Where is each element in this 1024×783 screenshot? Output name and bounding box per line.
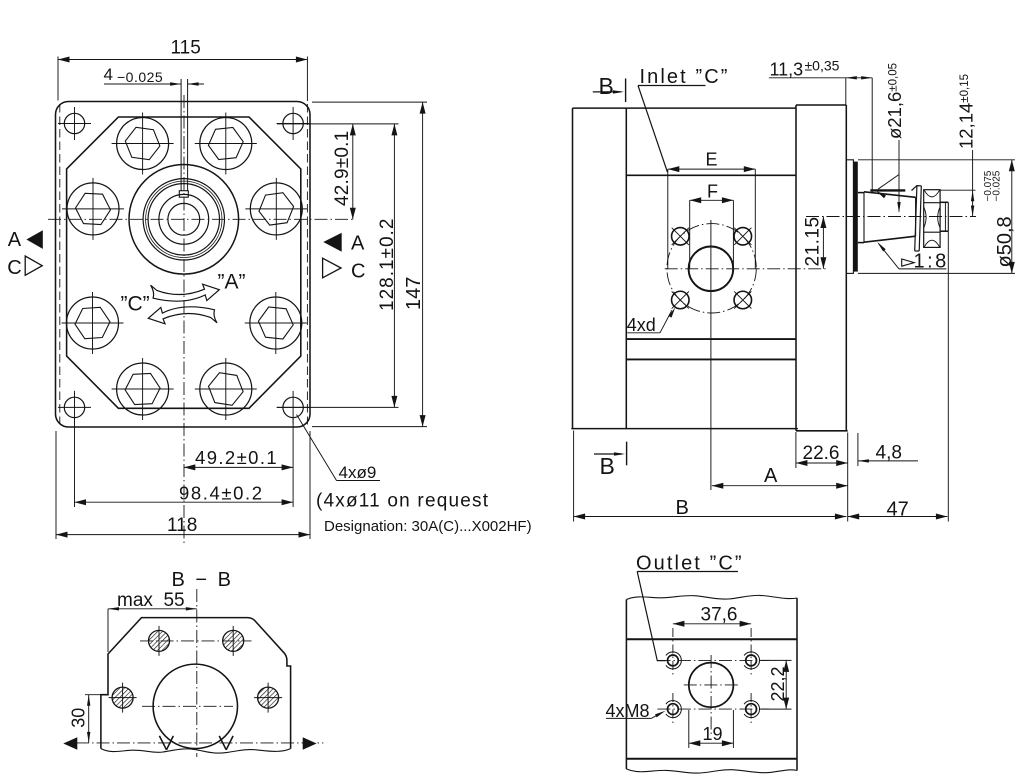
svg-text:4,8: 4,8 bbox=[876, 443, 902, 464]
svg-text:−0.025: −0.025 bbox=[992, 170, 1003, 201]
svg-text:A: A bbox=[764, 465, 778, 487]
svg-text:4xM8: 4xM8 bbox=[606, 701, 650, 721]
svg-text:”A”: ”A” bbox=[218, 271, 246, 294]
svg-text:37,6: 37,6 bbox=[701, 605, 738, 626]
svg-text:”C”: ”C” bbox=[121, 293, 150, 316]
svg-text:22,2: 22,2 bbox=[768, 666, 788, 701]
svg-text:−0.025: −0.025 bbox=[117, 69, 163, 85]
svg-text:B: B bbox=[600, 453, 615, 479]
svg-text:118: 118 bbox=[167, 515, 197, 536]
svg-text:22.6: 22.6 bbox=[803, 443, 840, 464]
svg-text:(4xø11 on request: (4xø11 on request bbox=[316, 491, 489, 512]
svg-text:147: 147 bbox=[403, 277, 425, 310]
svg-text:C: C bbox=[7, 257, 21, 279]
svg-text:Outlet ”C”: Outlet ”C” bbox=[636, 553, 744, 575]
svg-text:98.4±0.2: 98.4±0.2 bbox=[179, 483, 264, 504]
svg-text:C: C bbox=[351, 261, 365, 283]
svg-text:ø50,8: ø50,8 bbox=[994, 216, 1016, 267]
svg-text:115: 115 bbox=[171, 38, 201, 59]
svg-text:19: 19 bbox=[703, 724, 723, 744]
svg-text:−0.075: −0.075 bbox=[983, 170, 994, 201]
svg-text:4xd: 4xd bbox=[627, 315, 656, 335]
svg-text:49.2±0.1: 49.2±0.1 bbox=[195, 447, 278, 468]
svg-text:A: A bbox=[8, 229, 22, 251]
svg-text:12,14±0,15: 12,14±0,15 bbox=[956, 74, 977, 149]
svg-text:42.9±0.1: 42.9±0.1 bbox=[332, 131, 353, 206]
svg-text:4xø9: 4xø9 bbox=[339, 463, 377, 482]
svg-text:±0,35: ±0,35 bbox=[805, 58, 840, 74]
svg-text:max 55: max 55 bbox=[117, 590, 185, 611]
svg-text:4: 4 bbox=[104, 65, 113, 84]
svg-text:11,3: 11,3 bbox=[770, 60, 804, 80]
svg-text:Designation: 30A(C)...X002HF): Designation: 30A(C)...X002HF) bbox=[324, 518, 532, 535]
svg-text:1:8: 1:8 bbox=[914, 251, 949, 273]
svg-text:21.15: 21.15 bbox=[803, 216, 824, 266]
svg-text:B: B bbox=[599, 73, 614, 99]
svg-text:ø21,6±0,05: ø21,6±0,05 bbox=[884, 63, 905, 139]
svg-text:B: B bbox=[676, 497, 689, 519]
svg-text:47: 47 bbox=[887, 499, 909, 521]
svg-text:30: 30 bbox=[69, 708, 89, 728]
svg-text:Inlet ”C”: Inlet ”C” bbox=[640, 66, 730, 88]
svg-text:A: A bbox=[351, 232, 365, 254]
svg-text:E: E bbox=[706, 150, 718, 170]
svg-text:B − B: B − B bbox=[172, 569, 234, 591]
svg-text:F: F bbox=[707, 182, 718, 202]
svg-text:128.1±0.2: 128.1±0.2 bbox=[377, 218, 398, 311]
